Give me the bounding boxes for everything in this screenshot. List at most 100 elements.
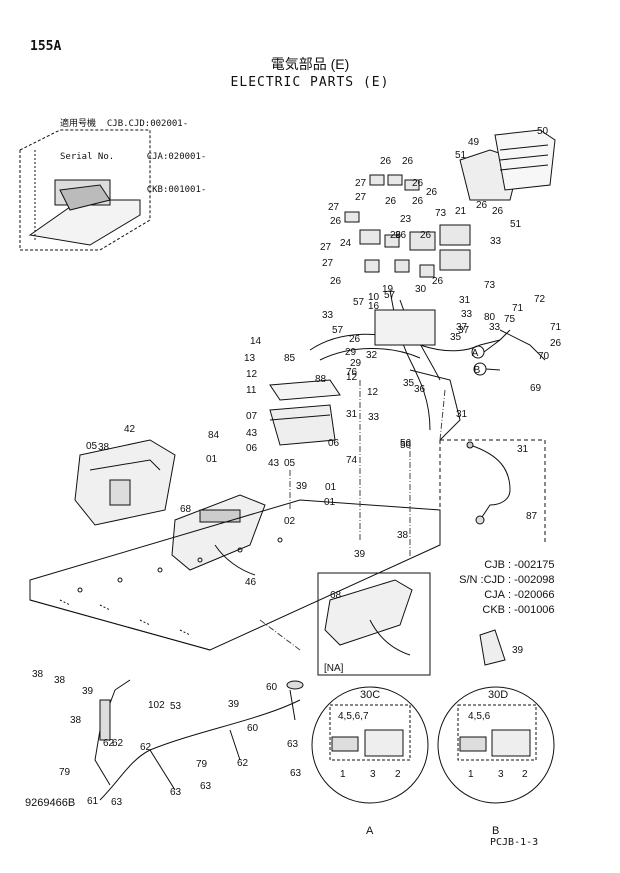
callout-05: 05	[86, 441, 98, 452]
detail-c-group: 4,5,6,7	[338, 711, 369, 722]
callout-07: 07	[246, 411, 258, 422]
callout-102: 102	[148, 700, 165, 711]
callout-26: 26	[380, 156, 392, 167]
callout-12: 12	[246, 369, 258, 380]
callout-26: 26	[420, 230, 432, 241]
serial-note: CJB : -002175 S/N :CJD : -002098 CJA : -…	[447, 558, 565, 618]
serial-range: CJA:020001-	[146, 152, 207, 162]
lower-wiring	[94, 679, 304, 801]
callout-60: 60	[247, 723, 259, 734]
callout-06: 06	[328, 438, 340, 449]
callout-38: 38	[98, 442, 110, 453]
detail-d-part: 1	[468, 769, 474, 780]
na-label: [NA]	[324, 663, 344, 674]
relay-cluster	[344, 174, 471, 278]
serial-range: CJB.CJD:002001-	[106, 119, 189, 129]
callout-73: 73	[484, 280, 496, 291]
callout-60: 60	[266, 682, 278, 693]
callout-63: 63	[170, 787, 182, 798]
callout-79: 79	[196, 759, 208, 770]
detail-d-view: B	[492, 825, 500, 837]
callout-38: 38	[70, 715, 82, 726]
sn-model: CJD	[483, 574, 505, 586]
callout-27: 27	[320, 242, 332, 253]
console-box	[74, 439, 176, 526]
callout-62: 62	[103, 738, 115, 749]
sn-value: -001006	[514, 604, 555, 616]
callout-71: 71	[512, 303, 524, 314]
callout-39: 39	[296, 481, 308, 492]
detail-views	[311, 686, 555, 804]
sn-value: -002175	[514, 559, 555, 571]
callout-42: 42	[124, 424, 136, 435]
part-102	[479, 629, 506, 666]
serial-label-en: Serial No.	[60, 152, 115, 162]
callout-26: 26	[412, 196, 424, 207]
callout-31: 31	[346, 409, 358, 420]
callout-26: 26	[432, 276, 444, 287]
callout-76: 76	[346, 367, 358, 378]
callout-26: 26	[550, 338, 562, 349]
callout-39: 39	[228, 699, 240, 710]
callout-26: 26	[476, 200, 488, 211]
callout-33: 33	[368, 412, 380, 423]
callout-72: 72	[534, 294, 546, 305]
callout-10: 10	[368, 292, 380, 303]
callout-37: 37	[458, 325, 470, 336]
detail-c-title: 30C	[360, 689, 381, 701]
page-number: 155A	[30, 39, 62, 54]
serial-label-jp: 適用号機	[60, 119, 97, 129]
callout-26: 26	[330, 216, 342, 227]
marker-a-label: A	[472, 348, 479, 359]
callout-38: 38	[32, 669, 44, 680]
callout-79: 79	[59, 767, 71, 778]
callout-35: 35	[450, 332, 462, 343]
callout-88: 88	[315, 374, 327, 385]
reference-code: PCJB-1-3	[490, 837, 539, 848]
callout-63: 63	[200, 781, 212, 792]
callout-50: 50	[537, 126, 549, 137]
callout-33: 33	[461, 309, 473, 320]
callout-70: 70	[538, 351, 550, 362]
callout-62: 62	[237, 758, 249, 769]
floor-plate	[29, 499, 441, 651]
marker-b-label: B	[474, 365, 481, 376]
callout-30: 30	[415, 284, 427, 295]
callout-69: 69	[530, 383, 542, 394]
callout-53: 53	[170, 701, 182, 712]
callout-27: 27	[328, 202, 340, 213]
callout-68: 68	[180, 504, 192, 515]
detail-d-title: 30D	[488, 689, 509, 701]
callout-56: 56	[400, 438, 412, 449]
callout-27: 27	[355, 178, 367, 189]
callout-06: 06	[246, 443, 258, 454]
callout-39: 39	[82, 686, 94, 697]
callout-31: 31	[517, 444, 529, 455]
callout-26: 26	[426, 187, 438, 198]
callout-11: 11	[246, 385, 257, 396]
callout-87: 87	[526, 511, 538, 522]
callout-39: 39	[354, 549, 366, 560]
callout-26: 26	[492, 206, 504, 217]
callout-56: 56	[400, 440, 412, 451]
serial-range: CKB:001001-	[146, 185, 207, 195]
callout-31: 31	[459, 295, 471, 306]
callout-01: 01	[206, 454, 218, 465]
sn-prefix: S/N :	[459, 574, 484, 586]
serial-applicability: 適用号機 CJB.CJD:002001- Serial No. CJA:0200…	[60, 97, 206, 207]
callout-26: 26	[402, 156, 414, 167]
callout-63: 63	[287, 739, 299, 750]
callout-73: 73	[435, 208, 447, 219]
callout-101: 101	[0, 0, 17, 3]
sn-model: CJA	[484, 589, 505, 601]
sn-value: -002098	[514, 574, 555, 586]
callout-84: 84	[208, 430, 220, 441]
title-english: ELECTRIC PARTS (E)	[230, 75, 390, 90]
sn-model: CKB	[482, 604, 505, 616]
callout-01: 01	[324, 497, 336, 508]
callout-31: 31	[456, 409, 468, 420]
harness-84-box	[439, 439, 546, 545]
callout-61: 61	[87, 796, 99, 807]
callout-12: 12	[367, 387, 379, 398]
callout-57: 57	[384, 290, 396, 301]
